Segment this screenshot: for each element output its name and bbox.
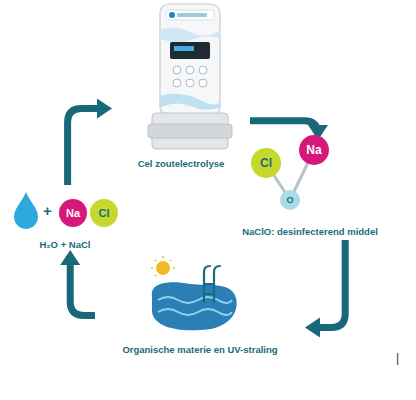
step-label: NaClO: desinfecterend middel <box>230 226 390 237</box>
atom-symbol: Na <box>306 143 321 157</box>
arrow-head <box>97 99 112 119</box>
water-drop <box>14 192 38 229</box>
atom-circle: O <box>280 190 300 210</box>
arrow-shaft <box>320 240 345 328</box>
step-label: Organische materie en UV-straling <box>95 344 305 355</box>
cycle-step: H₂O + NaCl Na Cl <box>0 185 130 250</box>
cycle-arrow <box>68 99 112 186</box>
step-label: Cel zoutelectrolyse <box>112 158 250 169</box>
arrow-head <box>60 250 80 265</box>
text-mark: | <box>396 351 399 365</box>
atom-circle: Cl <box>251 148 281 178</box>
atom-circle: Cl <box>90 199 118 227</box>
atom-circle: Na <box>299 135 329 165</box>
cycle-step: NaClO: desinfecterend middel Cl NaO <box>230 140 390 240</box>
atom-symbol: Cl <box>99 207 110 219</box>
arrow-head <box>305 318 320 338</box>
cycle-step: Cel zoutelectrolyse <box>112 0 250 175</box>
cycle-arrow <box>60 250 95 316</box>
step-label: H₂O + NaCl <box>0 239 130 250</box>
atom-symbol: Na <box>66 207 80 219</box>
arrow-shaft <box>68 109 97 186</box>
plus-sign: + <box>43 202 52 219</box>
atom-symbol: O <box>286 195 293 205</box>
cycle-arrow <box>305 240 345 338</box>
atom-symbol: Cl <box>260 156 272 170</box>
arrow-shaft <box>70 265 95 316</box>
atom-circle: Na <box>59 199 87 227</box>
cycle-step: Organische materie en UV-straling <box>95 255 305 365</box>
electrolysis-device <box>148 4 232 149</box>
arrow-shaft <box>250 121 318 135</box>
pool-icon <box>151 256 237 330</box>
